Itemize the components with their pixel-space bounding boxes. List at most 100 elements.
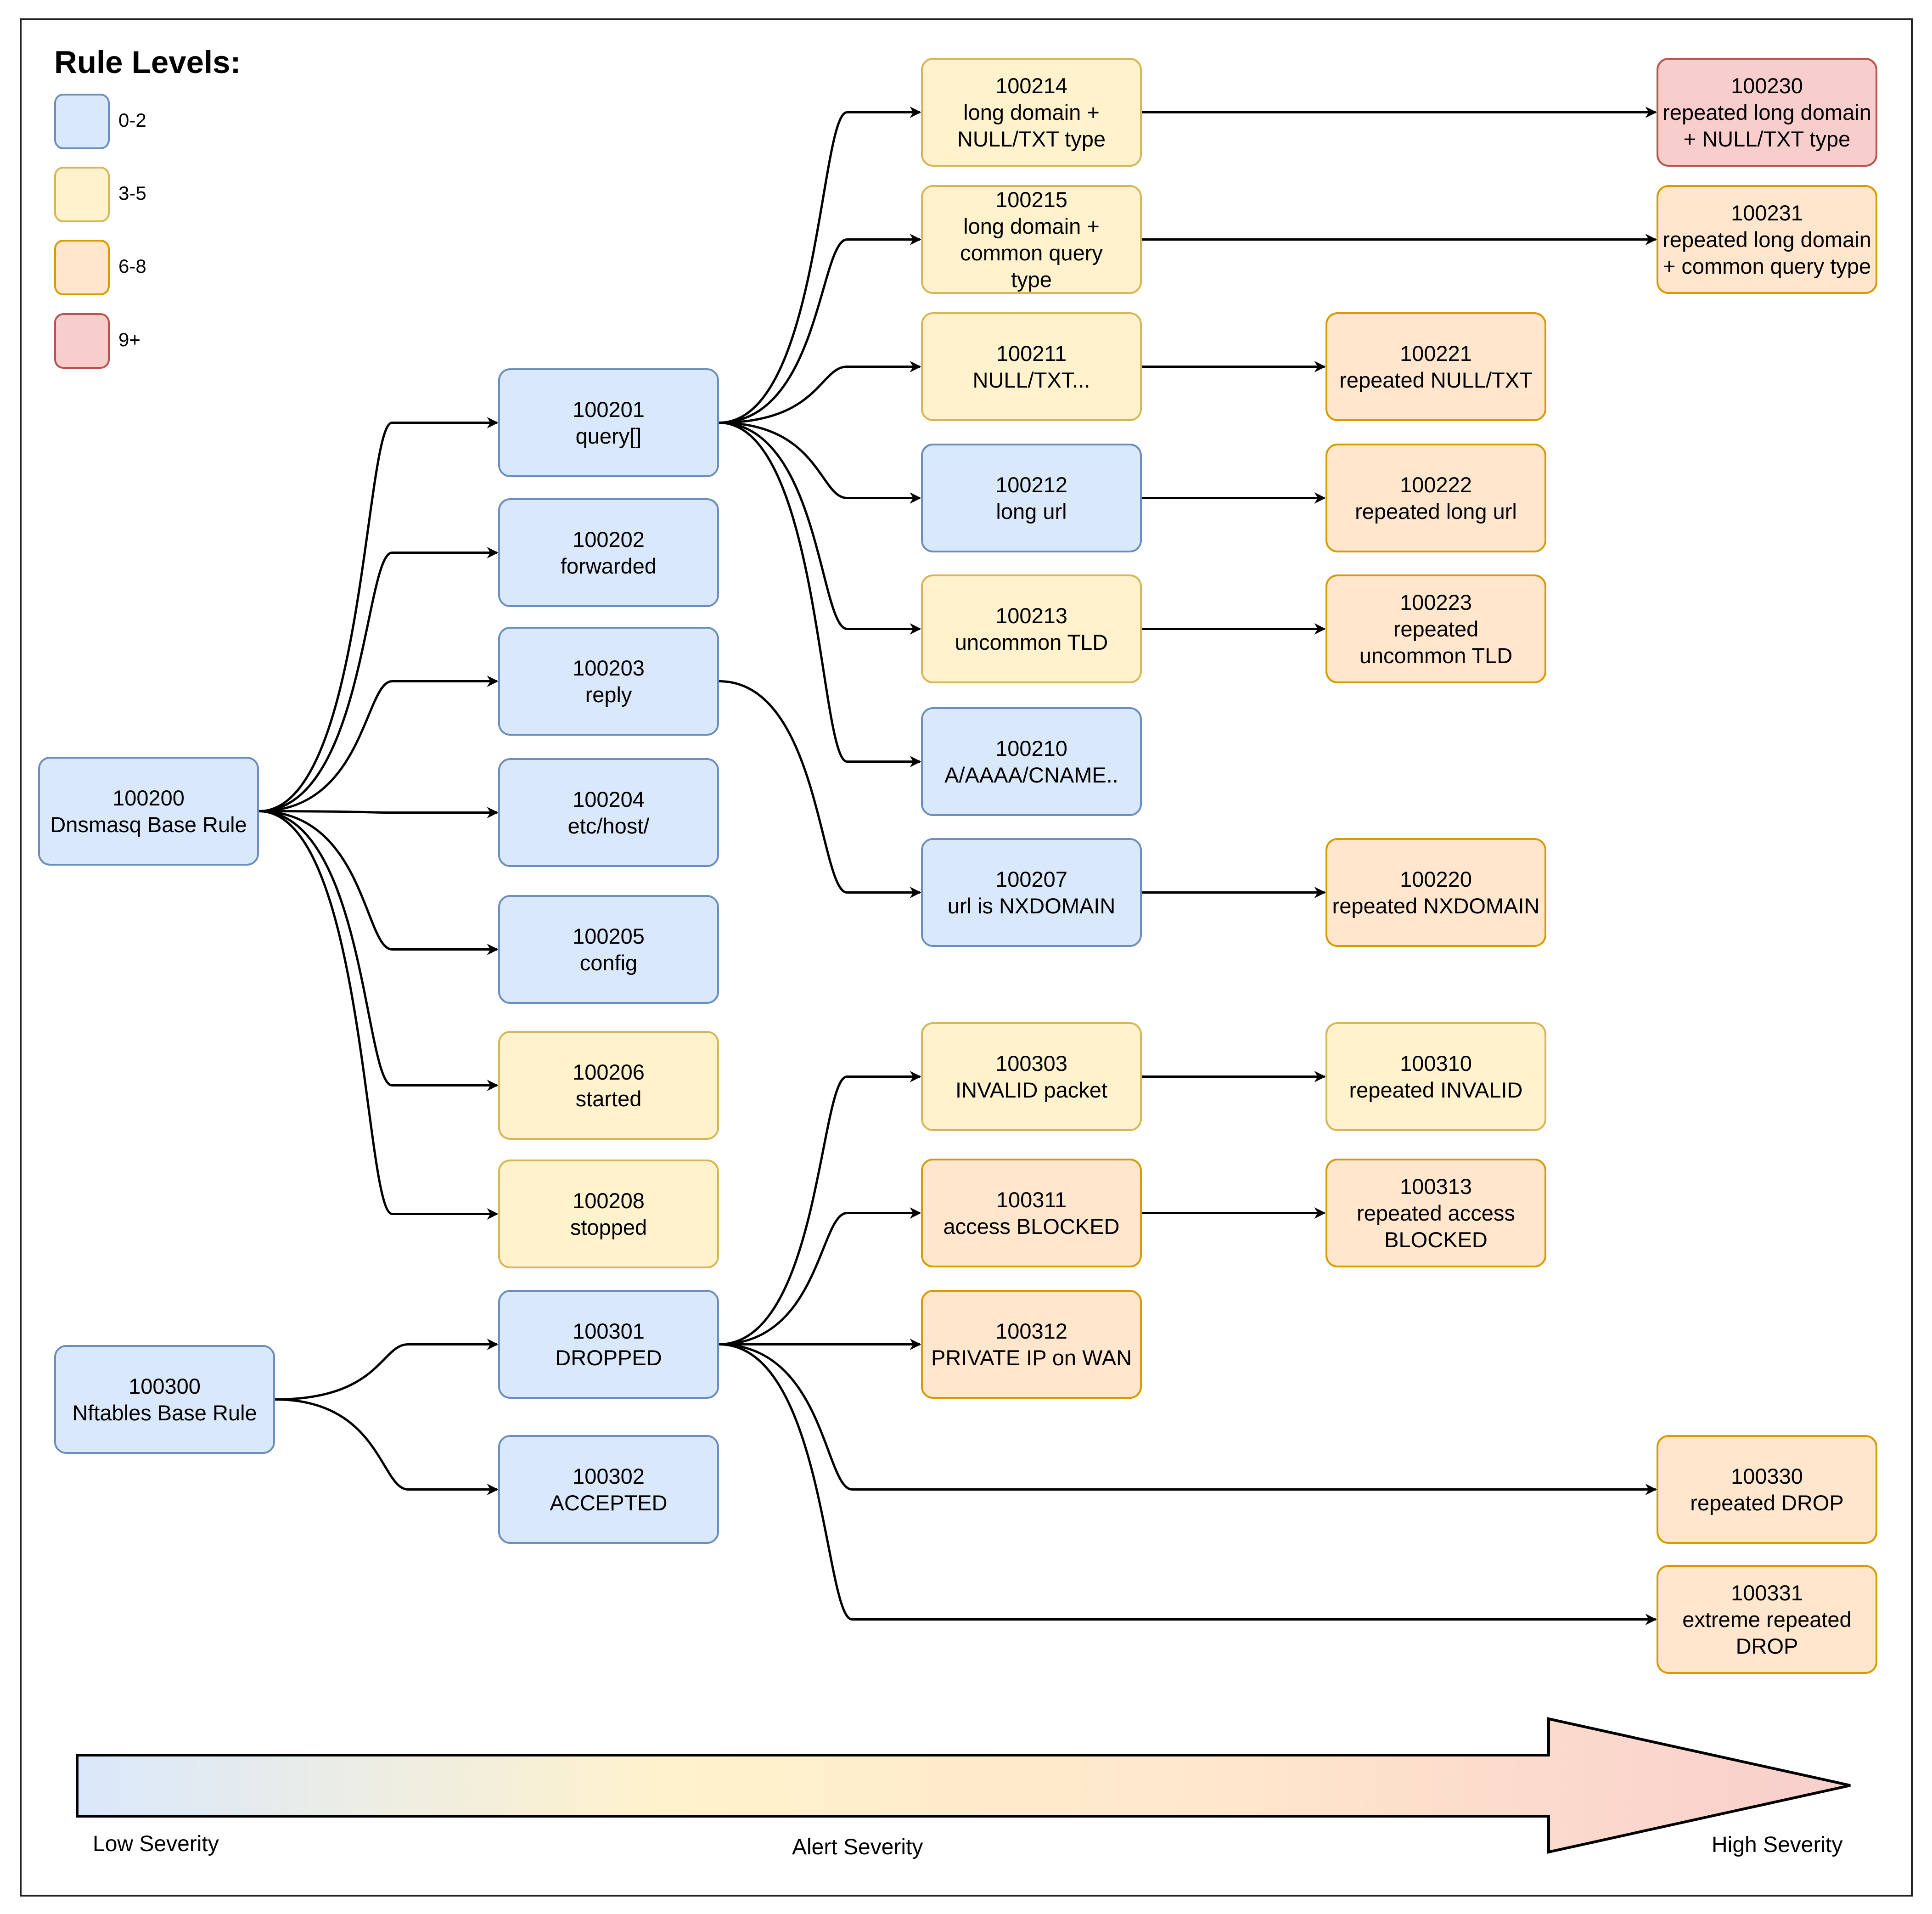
rule-node-100231: 100231 repeated long domain + common que… <box>1657 185 1877 294</box>
rule-node-100301: 100301 DROPPED <box>498 1290 719 1399</box>
legend-title: Rule Levels: <box>54 45 241 80</box>
rule-label: ACCEPTED <box>550 1490 668 1515</box>
edge-100301-to-100311 <box>719 1207 921 1345</box>
rule-label: uncommon TLD <box>955 630 1108 654</box>
rule-node-100206: 100206 started <box>498 1031 719 1140</box>
edge-100301-to-100303 <box>719 1071 921 1345</box>
rule-node-100210: 100210 A/AAAA/CNAME.. <box>921 707 1142 816</box>
rule-id: 100214 <box>995 73 1067 98</box>
rule-id: 100207 <box>995 867 1067 891</box>
rule-id: 100213 <box>995 603 1067 628</box>
rule-label: config <box>579 950 638 975</box>
rule-node-100330: 100330 repeated DROP <box>1657 1435 1877 1544</box>
edge-100301-to-100331 <box>719 1343 1657 1625</box>
rule-node-100331: 100331 extreme repeated DROP <box>1657 1565 1877 1674</box>
edge-100200-to-100204 <box>258 807 499 818</box>
rule-label: repeated long url <box>1355 499 1517 524</box>
rule-id: 100301 <box>573 1318 645 1343</box>
edge-100200-to-100208 <box>258 810 499 1220</box>
edge-100200-to-100205 <box>258 810 499 955</box>
rule-id: 100223 <box>1400 590 1472 614</box>
legend-label-9: 9+ <box>118 329 140 350</box>
rule-id: 100220 <box>1400 867 1472 891</box>
legend-swatch-3-5 <box>54 167 110 222</box>
rule-node-100215: 100215 long domain + common query type <box>921 185 1142 294</box>
rule-id: 100215 <box>995 187 1067 212</box>
edge-100200-to-100203 <box>258 676 499 812</box>
rule-node-100214: 100214 long domain + NULL/TXT type <box>921 58 1142 167</box>
rule-id: 100331 <box>1731 1580 1803 1605</box>
rule-id: 100205 <box>573 923 645 948</box>
rule-label: reply <box>585 682 632 707</box>
rule-label: repeated INVALID <box>1349 1077 1523 1102</box>
rule-label: Nftables Base Rule <box>72 1400 257 1425</box>
rule-node-100201: 100201 query[] <box>498 368 719 477</box>
rule-label: Dnsmasq Base Rule <box>50 812 247 837</box>
rule-label: long domain + NULL/TXT type <box>957 100 1106 151</box>
legend-label-0-2: 0-2 <box>118 109 146 131</box>
rule-label: repeated DROP <box>1690 1490 1844 1515</box>
rule-node-100208: 100208 stopped <box>498 1160 719 1268</box>
rule-node-100213: 100213 uncommon TLD <box>921 574 1142 683</box>
rule-node-100303: 100303 INVALID packet <box>921 1022 1142 1131</box>
legend-swatch-9 <box>54 313 110 369</box>
rule-node-100310: 100310 repeated INVALID <box>1325 1022 1546 1131</box>
rule-id: 100302 <box>573 1464 645 1488</box>
legend-swatch-6-8 <box>54 240 110 295</box>
rule-id: 100303 <box>995 1051 1067 1075</box>
rule-label: repeated access BLOCKED <box>1357 1200 1515 1252</box>
rule-id: 100311 <box>996 1187 1067 1212</box>
rule-node-100220: 100220 repeated NXDOMAIN <box>1325 838 1546 947</box>
rule-node-100313: 100313 repeated access BLOCKED <box>1325 1159 1546 1267</box>
severity-arrow <box>76 1717 1851 1854</box>
rule-id: 100313 <box>1400 1174 1472 1199</box>
edge-100301-to-100330 <box>719 1343 1657 1495</box>
edge-100201-to-100212 <box>719 422 921 504</box>
rule-id: 100211 <box>996 341 1067 366</box>
rule-node-100230: 100230 repeated long domain + NULL/TXT t… <box>1657 58 1877 167</box>
rule-node-100302: 100302 ACCEPTED <box>498 1435 719 1544</box>
rule-id: 100200 <box>112 785 185 810</box>
rule-node-100207: 100207 url is NXDOMAIN <box>921 838 1142 947</box>
low-severity-label: Low Severity <box>93 1832 219 1856</box>
rule-id: 100208 <box>573 1188 645 1213</box>
rule-label: extreme repeated DROP <box>1682 1607 1852 1658</box>
rule-label: NULL/TXT... <box>972 367 1090 392</box>
rule-id: 100201 <box>573 397 645 422</box>
rule-label: forwarded <box>561 553 657 578</box>
rule-id: 100210 <box>995 736 1067 760</box>
rule-id: 100230 <box>1731 73 1803 98</box>
rule-label: repeated long domain + common query type <box>1662 227 1871 278</box>
edge-100203-to-100207 <box>719 680 921 898</box>
high-severity-label: High Severity <box>1712 1833 1843 1857</box>
edge-100201-to-100214 <box>719 107 921 424</box>
edge-100200-to-100201 <box>258 417 499 812</box>
rule-label: repeated long domain + NULL/TXT type <box>1662 100 1871 151</box>
rule-label: access BLOCKED <box>943 1214 1120 1238</box>
edge-100201-to-100211 <box>719 361 921 424</box>
rule-label: stopped <box>570 1215 647 1239</box>
rule-id: 100212 <box>995 472 1067 497</box>
rule-id: 100202 <box>573 527 645 552</box>
rule-id: 100204 <box>573 787 645 811</box>
rule-label: DROPPED <box>555 1345 662 1370</box>
edge-100201-to-100210 <box>719 422 921 767</box>
rule-label: etc/host/ <box>567 813 650 838</box>
rule-id: 100221 <box>1400 341 1472 366</box>
rule-label: query[] <box>575 423 642 448</box>
legend-label-6-8: 6-8 <box>118 255 146 277</box>
rule-id: 100231 <box>1731 200 1803 225</box>
edge-100201-to-100215 <box>719 234 921 424</box>
rule-node-100202: 100202 forwarded <box>498 498 719 607</box>
rule-node-100204: 100204 etc/host/ <box>498 758 719 867</box>
rule-label: INVALID packet <box>955 1077 1107 1102</box>
rule-label: A/AAAA/CNAME.. <box>944 762 1118 787</box>
legend-swatch-0-2 <box>54 94 110 149</box>
rule-node-100312: 100312 PRIVATE IP on WAN <box>921 1290 1142 1399</box>
rule-label: long url <box>996 499 1067 524</box>
rule-id: 100206 <box>573 1059 645 1084</box>
rule-node-100200: 100200 Dnsmasq Base Rule <box>38 757 259 866</box>
rule-label: long domain + common query type <box>960 214 1103 292</box>
rule-id: 100203 <box>573 655 645 680</box>
